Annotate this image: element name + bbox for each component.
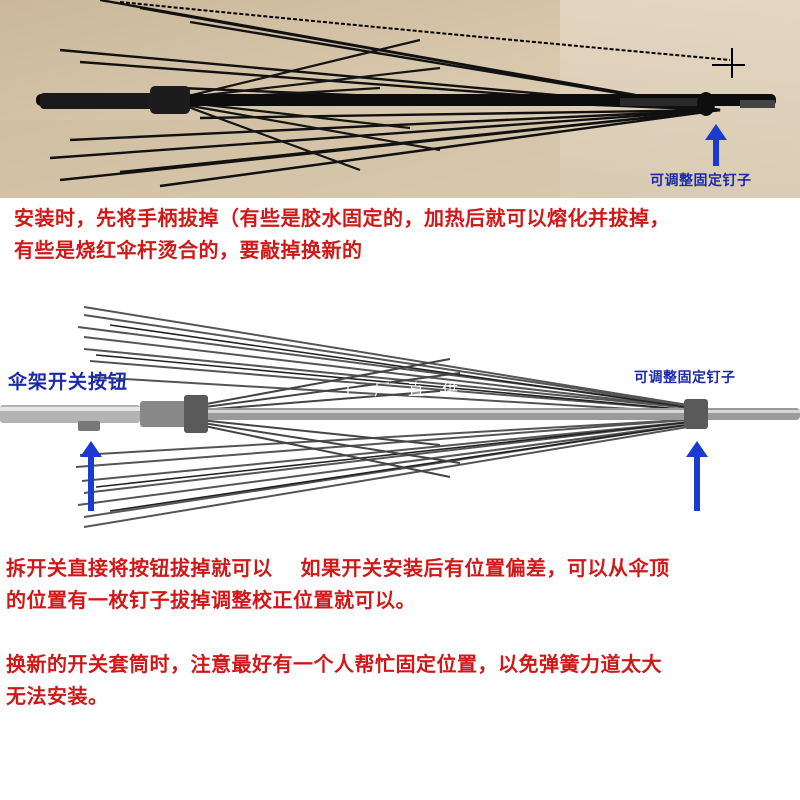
- instruction-1-line-1: 安装时，先将手柄拔掉（有些是胶水固定的，加热后就可以熔化并拔掉，: [14, 206, 670, 230]
- instruction-2: 拆开关直接将按钮拔掉就可以 如果开关安装后有位置偏差，可以从伞顶 的位置有一枚钉…: [6, 552, 796, 616]
- instruction-3-line-1: 换新的开关套筒时，注意最好有一个人帮忙固定位置，以免弹簧力道太大: [6, 652, 662, 676]
- watermark-text: 工厂直供: [340, 380, 476, 399]
- instruction-1-line-2: 有些是烧红伞杆烫合的，要敲掉换新的: [14, 238, 363, 262]
- umbrella-frame-photo-middle: 工厂直供 伞架开关按钮 可调整固定钉子: [0, 295, 800, 540]
- arrow-up-icon: [686, 441, 708, 511]
- umbrella-switch-button-label: 伞架开关按钮: [8, 371, 129, 393]
- adjustable-nail-label-top: 可调整固定钉子: [650, 173, 752, 189]
- instruction-3-line-2: 无法安装。: [6, 684, 109, 708]
- umbrella-frame-photo-top: 可调整固定钉子: [0, 0, 800, 198]
- instruction-1: 安装时，先将手柄拔掉（有些是胶水固定的，加热后就可以熔化并拔掉， 有些是烧红伞杆…: [14, 202, 794, 266]
- adjustable-nail-label-middle: 可调整固定钉子: [634, 370, 736, 386]
- instruction-2-line-1: 拆开关直接将按钮拔掉就可以 如果开关安装后有位置偏差，可以从伞顶: [6, 556, 670, 580]
- arrow-up-icon: [80, 441, 102, 511]
- umbrella-frame-illustration-silver: 工厂直供: [0, 295, 800, 540]
- instruction-2-line-2: 的位置有一枚钉子拔掉调整校正位置就可以。: [6, 588, 416, 612]
- arrow-up-icon: [705, 124, 727, 166]
- instruction-3: 换新的开关套筒时，注意最好有一个人帮忙固定位置，以免弹簧力道太大 无法安装。: [6, 648, 796, 712]
- umbrella-frame-illustration-black: [0, 0, 800, 198]
